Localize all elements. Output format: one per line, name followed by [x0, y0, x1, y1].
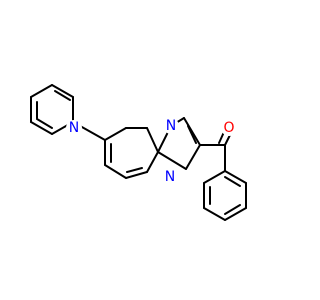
atom-n-imidazole-label: N — [165, 169, 175, 185]
bond-double-inner — [54, 90, 71, 101]
atom-o-carbonyl: O — [221, 120, 237, 136]
bond-double-inner — [187, 125, 197, 144]
bond — [203, 207, 226, 221]
bond — [30, 84, 53, 98]
atom-n-imidazole: N — [162, 169, 178, 185]
bond — [224, 134, 231, 146]
bond — [125, 171, 148, 179]
bond-double — [218, 131, 225, 144]
bond-double-inner — [126, 167, 143, 173]
atom-n-pyridine-label: N — [69, 120, 79, 136]
structure-canvas: N N N O — [30, 84, 247, 221]
bond — [183, 117, 201, 146]
bond-double-inner — [224, 204, 241, 215]
atom-n-bridge: N — [163, 118, 179, 134]
atom-o-carbonyl-label: O — [223, 120, 234, 136]
bond — [146, 151, 159, 173]
carbonyl-group — [199, 131, 231, 146]
bond-double-inner — [224, 176, 241, 187]
bond — [30, 121, 53, 135]
bond — [224, 207, 247, 221]
bond — [157, 151, 187, 170]
bond — [104, 164, 127, 179]
atom-n-pyridine: N — [66, 120, 82, 136]
molecule-structure: N N N O — [30, 84, 247, 221]
imidazopyridine-six-ring — [104, 127, 159, 179]
bond — [224, 170, 247, 184]
bond — [146, 127, 159, 153]
bond — [185, 144, 201, 170]
bond — [51, 84, 74, 98]
bond-double-inner — [36, 118, 53, 129]
atom-n-bridge-label: N — [166, 118, 176, 134]
bond — [104, 127, 127, 141]
phenyl-ring — [203, 144, 247, 221]
bond — [203, 170, 226, 184]
